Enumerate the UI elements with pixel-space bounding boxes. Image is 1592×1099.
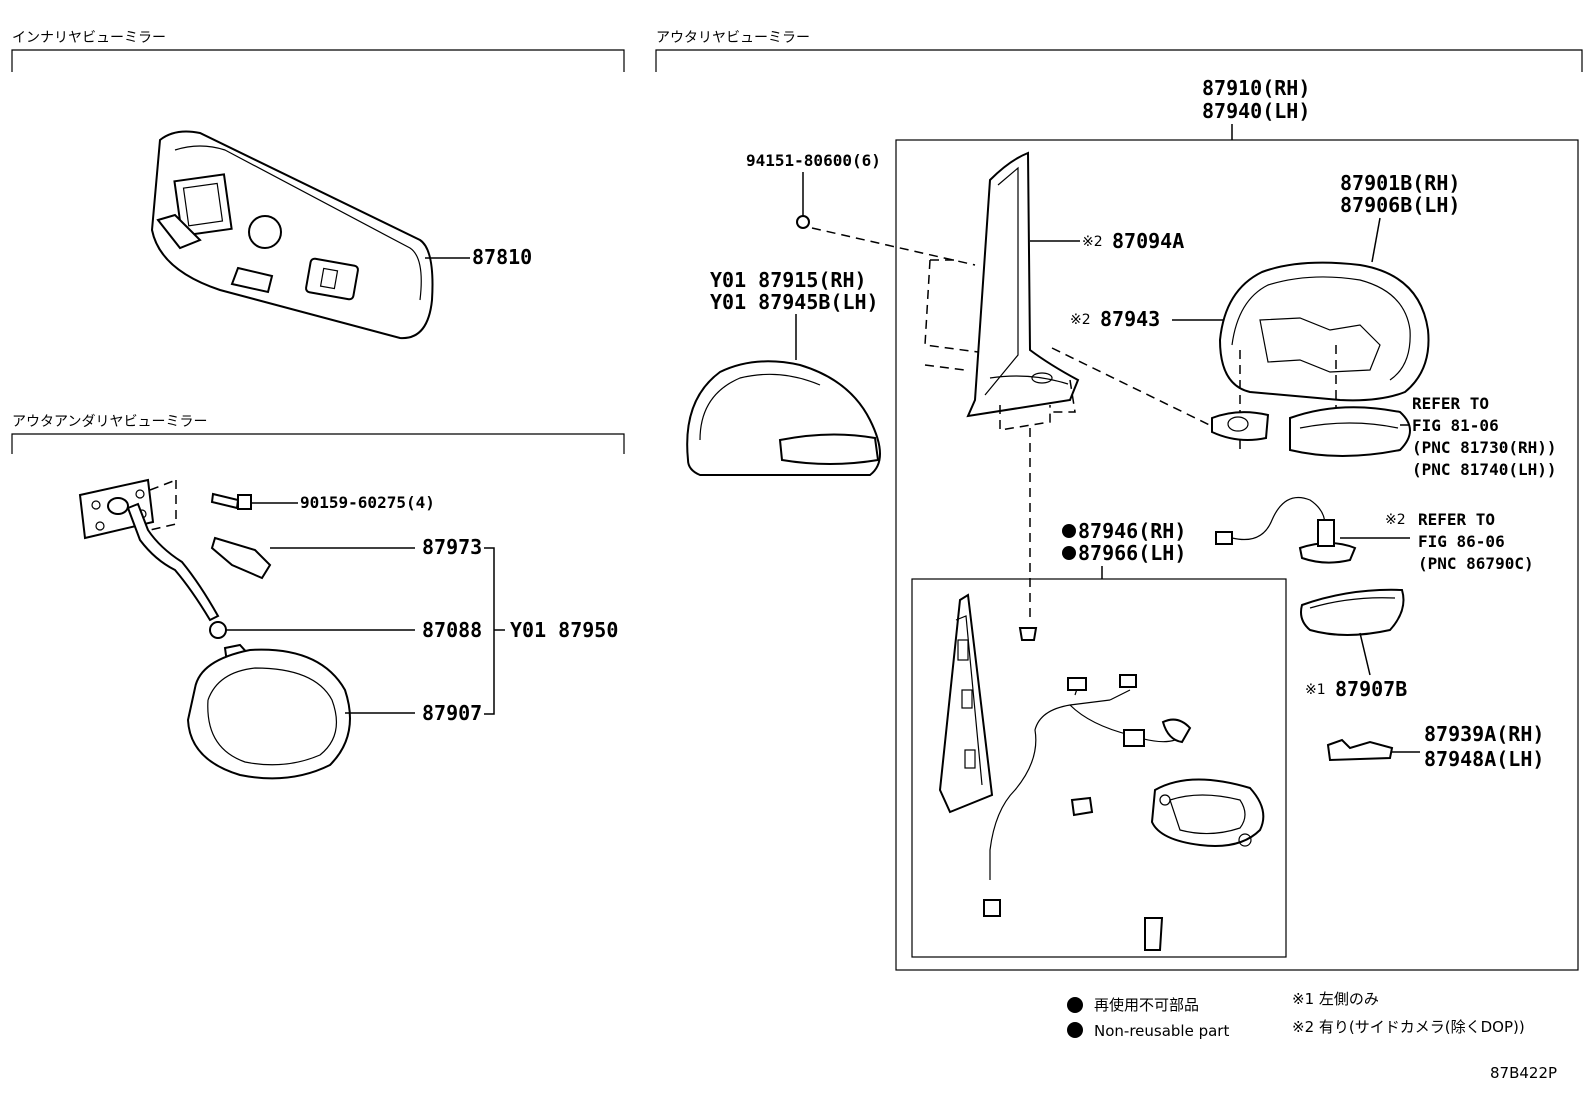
section-title-inner-mirror: インナリヤビューミラー (12, 30, 166, 46)
part-87088: 87088 (422, 618, 482, 642)
part-87943: 87943 (1100, 307, 1160, 331)
motor-and-harness-drawing (938, 593, 1265, 951)
part-87906b-lh: 87906B(LH) (1340, 193, 1460, 217)
leader-87907b (1359, 632, 1371, 676)
screw-94151-icon (796, 215, 810, 229)
part-87810: 87810 (472, 245, 532, 269)
part-87946-rh: 87946(RH) (1078, 519, 1186, 543)
inner-mirror-drawing (150, 130, 434, 340)
part-94151-80600: 94151-80600(6) (746, 151, 881, 170)
under-dashed-guides (149, 479, 177, 531)
ref-text-2b: FIG 86-06 (1418, 532, 1505, 551)
legend-dot-icon-en (1067, 1022, 1083, 1038)
part-87940-lh: 87940(LH) (1202, 99, 1310, 123)
dash-87943 (1051, 347, 1231, 436)
ref-text-1a: REFER TO (1412, 394, 1489, 413)
mark-2-87943: ※2 (1070, 312, 1091, 328)
ref-text-1d: (PNC 81740(LH)) (1412, 460, 1557, 479)
under-mirror-drawing (78, 478, 351, 780)
mark-1-87907b: ※1 (1305, 682, 1326, 698)
part-87939a-rh: 87939A(RH) (1424, 722, 1544, 746)
section-title-outer-under-mirror: アウタアンダリヤビューミラー (12, 414, 207, 430)
mirror-base-drawing (966, 151, 1080, 418)
part-90159-60275: 90159-60275(4) (300, 493, 435, 512)
mark-2-87094a: ※2 (1082, 234, 1103, 250)
turn-signal-drawing (1211, 406, 1411, 457)
part-87901b-rh: 87901B(RH) (1340, 171, 1460, 195)
legend-en: Non-reusable part (1094, 1022, 1229, 1040)
ref-text-1c: (PNC 81730(RH)) (1412, 438, 1557, 457)
part-87948a-lh: 87948A(LH) (1424, 747, 1544, 771)
section-bracket-outer (655, 49, 1583, 72)
part-87907: 87907 (422, 701, 482, 725)
legend-dot-icon-jp (1067, 997, 1083, 1013)
mark-2-ref: ※2 (1385, 512, 1406, 528)
legend-jp: 再使用不可部品 (1094, 996, 1199, 1014)
part-87094a: 87094A (1112, 229, 1184, 253)
ref-text-2c: (PNC 86790C) (1418, 554, 1534, 573)
part-87966-lh: 87966(LH) (1078, 541, 1186, 565)
base-dashed-guides (924, 259, 1076, 431)
dash-94151 (811, 227, 976, 266)
part-87973: 87973 (422, 535, 482, 559)
non-reusable-dot-icon (1062, 524, 1076, 538)
part-y01-87945b-lh: Y01 87945B(LH) (710, 290, 879, 314)
part-87910-rh: 87910(RH) (1202, 76, 1310, 100)
assy-frame-87910 (895, 139, 1579, 971)
subassy-frame-87946 (911, 578, 1287, 958)
ref-text-1b: FIG 81-06 (1412, 416, 1499, 435)
ref-text-2a: REFER TO (1418, 510, 1495, 529)
section-bracket-under (11, 433, 625, 454)
part-y01-87950: Y01 87950 (510, 618, 618, 642)
camera-harness-drawing (1215, 496, 1357, 564)
section-bracket-inner (11, 49, 625, 72)
figure-code: 87B422P (1490, 1064, 1557, 1082)
clip-87939a-drawing (1326, 738, 1394, 762)
section-title-outer-mirror: アウタリヤビューミラー (656, 30, 810, 46)
leader-87901b (1371, 217, 1381, 263)
non-reusable-dot-icon (1062, 546, 1076, 560)
part-87907b: 87907B (1335, 677, 1407, 701)
legend-note-2: ※2 有り(サイドカメラ(除くDOP)) (1292, 1018, 1525, 1036)
mirror-housing-drawing (1218, 261, 1430, 455)
legend-note-1: ※1 左側のみ (1292, 990, 1379, 1008)
assy-bracket-87950 (484, 547, 505, 715)
part-y01-87915-rh: Y01 87915(RH) (710, 268, 867, 292)
mirror-glass-drawing (1300, 588, 1405, 636)
mirror-cover-drawing (686, 360, 881, 476)
